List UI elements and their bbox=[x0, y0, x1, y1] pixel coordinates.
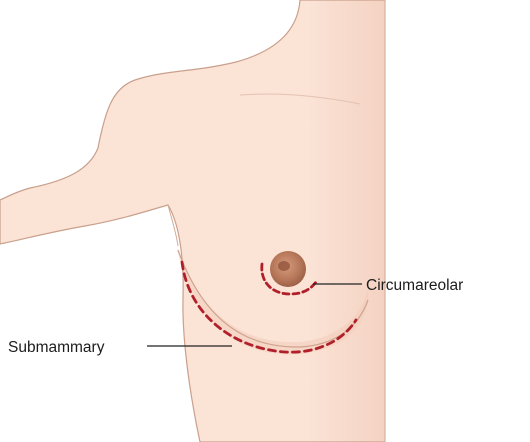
circumareolar-label: Circumareolar bbox=[366, 277, 463, 294]
nipple bbox=[278, 261, 290, 271]
torso-silhouette bbox=[0, 0, 385, 442]
submammary-label: Submammary bbox=[8, 339, 105, 356]
